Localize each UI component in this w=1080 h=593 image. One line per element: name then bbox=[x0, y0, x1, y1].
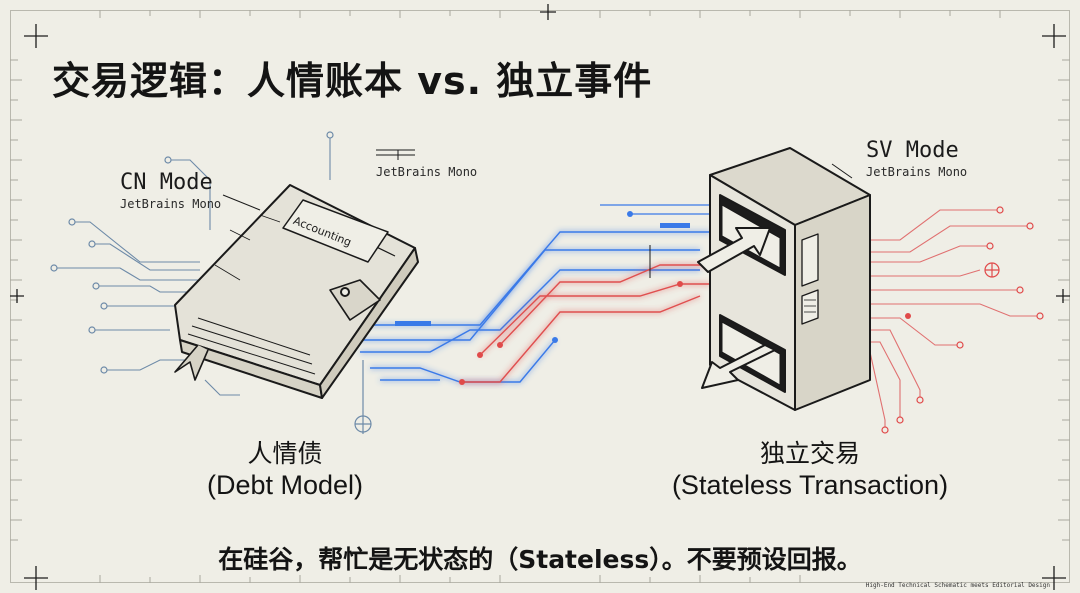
right-junction-crosshair bbox=[984, 262, 1000, 278]
sv-mode-label: SV Mode bbox=[866, 138, 959, 163]
right-circuit-nodes bbox=[881, 206, 1044, 434]
left-circuit-nodes bbox=[50, 131, 334, 374]
insert-arrow-icon bbox=[697, 227, 771, 273]
left-caption-zh: 人情债 bbox=[247, 439, 323, 468]
sv-mode-font-label: JetBrains Mono bbox=[866, 165, 968, 179]
blue-flow-nodes bbox=[395, 211, 690, 343]
output-arrow-icon bbox=[701, 344, 776, 389]
cn-mode-label: CN Mode bbox=[120, 170, 213, 195]
frame-rulers bbox=[10, 10, 1070, 583]
cn-mode-font-label: JetBrains Mono bbox=[120, 197, 222, 211]
right-caption-zh: 独立交易 bbox=[759, 439, 860, 468]
bottom-statement: 在硅谷，帮忙是无状态的（Stateless）。不要预设回报。 bbox=[218, 545, 862, 574]
corner-crosshairs bbox=[10, 4, 1070, 590]
right-circuit-traces bbox=[860, 209, 1040, 430]
footer-note: High-End Technical Schematic meets Edito… bbox=[865, 582, 1050, 589]
red-flow-lines bbox=[460, 264, 710, 383]
red-flow-nodes bbox=[459, 281, 683, 385]
ledger-book-illustration bbox=[174, 184, 419, 399]
junction-crosshair bbox=[354, 360, 372, 434]
center-font-label: JetBrains Mono bbox=[376, 165, 478, 179]
blue-flow-lines bbox=[352, 231, 710, 383]
left-caption-en: (Debt Model) bbox=[206, 470, 364, 500]
right-caption-en: (Stateless Transaction) bbox=[671, 470, 949, 500]
left-circuit-traces bbox=[54, 135, 331, 396]
page-title: 交易逻辑：人情账本 vs. 独立事件 bbox=[52, 59, 653, 103]
